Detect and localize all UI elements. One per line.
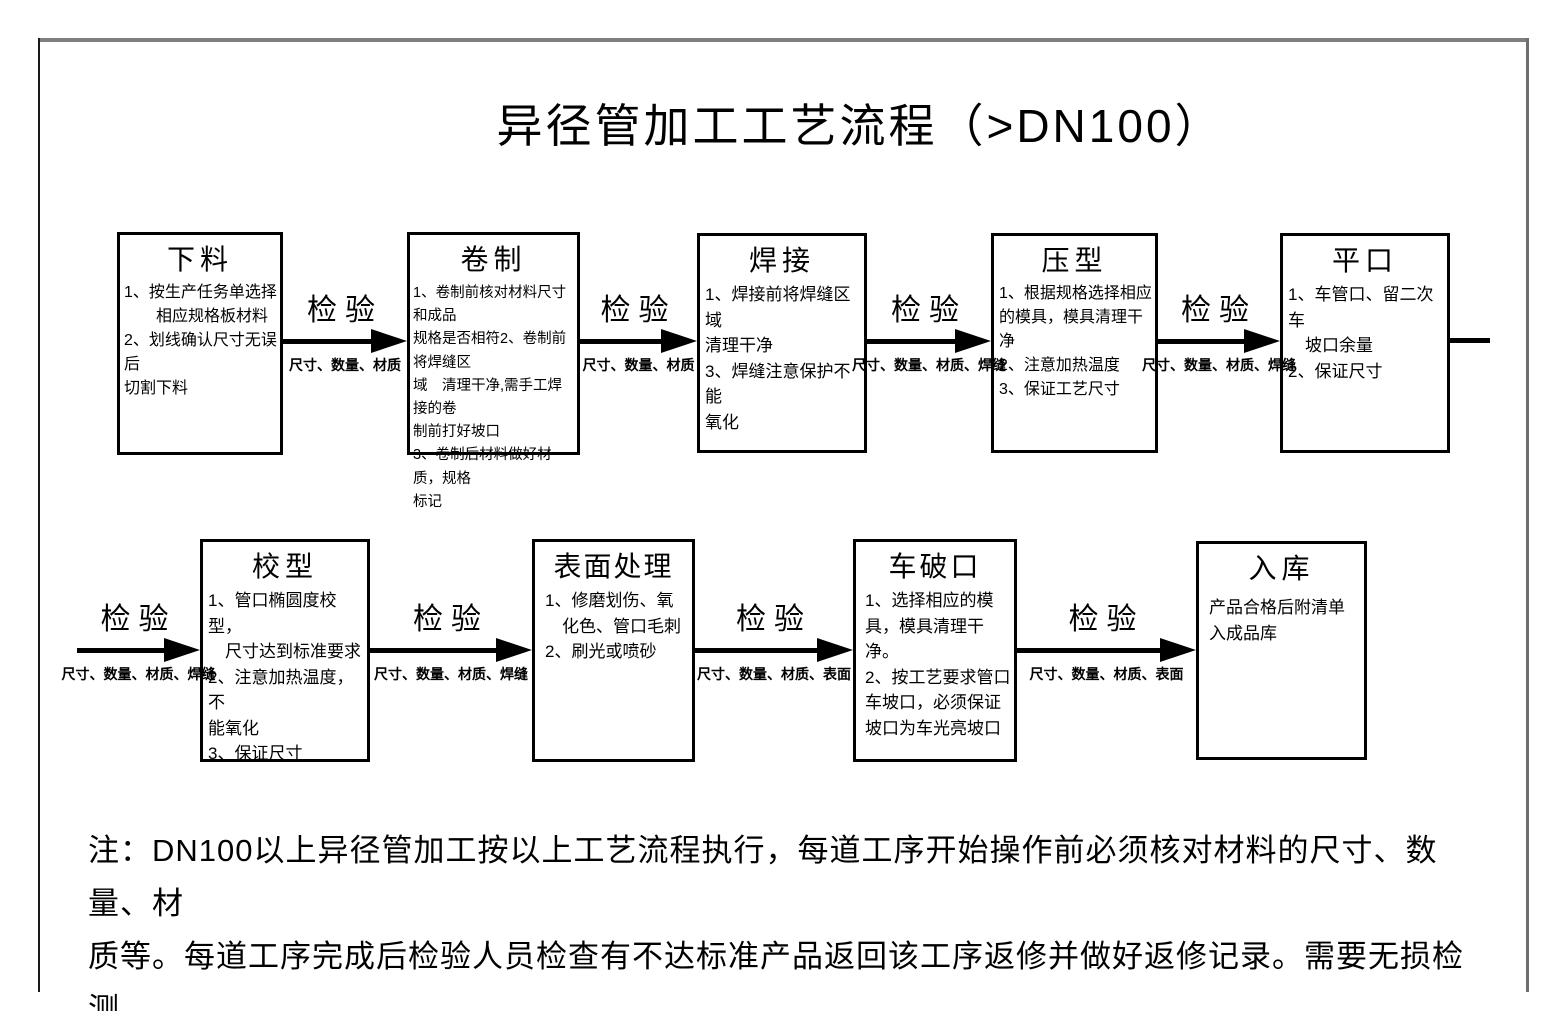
flow-arrow [77,638,200,662]
inspection-arrow: 检验 尺寸、数量、材质、焊缝 [852,293,1006,377]
process-box-title: 车破口 [888,551,982,582]
arrow-line [1017,648,1163,653]
process-box-flattening: 平口 1、车管口、留二次车 坡口余量 2、保证尺寸 [1280,233,1450,453]
flow-arrow [1017,638,1196,662]
process-box-title: 焊接 [748,245,815,276]
inspection-arrow: 检验 尺寸、数量、材质、表面 [695,602,853,686]
flow-arrow [580,329,697,353]
arrow-line [695,648,820,653]
inspection-label: 检验 [600,294,677,327]
inspection-label: 检验 [891,294,967,327]
inspection-label: 检验 [1181,294,1257,327]
inspection-label: 检验 [1068,603,1145,636]
inspection-items: 尺寸、数量、材质、焊缝 [1142,357,1296,373]
inspection-label: 检验 [100,603,177,636]
inspection-items: 尺寸、数量、材质、焊缝 [374,666,528,682]
arrow-line [77,648,167,653]
process-box-body: 1、根据规格选择相应 的模具，模具清理干净 2、注意加热温度 3、保证工艺尺寸 [999,285,1152,398]
arrow-head-icon [661,329,697,353]
process-box-title: 卷制 [460,244,527,275]
inspection-items: 尺寸、数量、材质、焊缝 [852,357,1006,373]
arrow-line [370,648,499,653]
process-box-title: 平口 [1331,245,1398,276]
process-box-blanking: 下料 1、按生产任务单选择 相应规格板材料 2、划线确认尺寸无误后 切割下料 [117,232,283,455]
process-box-body: 1、选择相应的模 具，模具清理干净。 2、按工艺要求管口 车坡口，必须保证 坡口… [865,591,1011,738]
process-box-body: 1、车管口、留二次车 坡口余量 2、保证尺寸 [1288,285,1434,381]
arrow-head-icon [164,638,200,662]
inspection-items: 尺寸、数量、材质 [289,357,401,373]
process-box-title: 校型 [251,551,318,582]
frame-border-top [38,38,1528,42]
flow-arrow [867,329,991,353]
inspection-arrow: 检验 尺寸、数量、材质、焊缝 [62,602,216,686]
process-box-warehousing: 入库 产品合格后附清单 入成品库 [1196,541,1367,760]
process-box-body: 1、管口椭圆度校型， 尺寸达到标准要求 2、注意加热温度，不 能氧化 3、保证尺… [208,591,361,763]
process-box-body: 1、修磨划伤、氧 化色、管口毛刺 2、刷光或喷砂 [545,591,681,661]
diagram-title: 异径管加工工艺流程（>DN100） [496,100,1224,152]
inspection-arrow: 检验 尺寸、数量、材质、表面 [1017,602,1196,686]
arrow-line [283,339,374,344]
inspection-items: 尺寸、数量、材质、表面 [697,666,851,682]
process-box-title: 入库 [1248,553,1315,584]
process-box-title: 压型 [1041,245,1108,276]
process-box-body: 1、卷制前核对材料尺寸和成品 规格是否相符2、卷制前将焊缝区 域 清理干净,需手… [413,285,567,510]
flow-arrow [1158,329,1280,353]
frame-border-right [1526,38,1529,992]
process-box-surface-treatment: 表面处理 1、修磨划伤、氧 化色、管口毛刺 2、刷光或喷砂 [532,539,695,762]
arrow-head-icon [496,638,532,662]
arrow-head-icon [1160,638,1196,662]
flow-arrow [370,638,532,662]
arrow-line [580,339,664,344]
flow-arrow [695,638,853,662]
inspection-arrow: 检验 尺寸、数量、材质 [580,293,697,377]
inspection-label: 检验 [413,603,489,636]
arrow-head-icon [955,329,991,353]
inspection-label: 检验 [307,294,383,327]
process-box-title: 下料 [166,244,233,275]
arrow-head-icon [817,638,853,662]
process-box-body: 产品合格后附清单 入成品库 [1209,598,1345,643]
process-box-body: 1、焊接前将焊缝区域 清理干净 3、焊缝注意保护不能 氧化 [705,285,851,432]
arrow-head-icon [1244,329,1280,353]
footnote: 注：DN100以上异径管加工按以上工艺流程执行，每道工序开始操作前必须核对材料的… [88,833,1464,1011]
inspection-items: 尺寸、数量、材质 [582,357,695,373]
arrow-line [867,339,958,344]
process-box-title: 表面处理 [553,551,674,582]
arrow-head-icon [371,329,407,353]
frame-border-left [38,38,40,992]
process-box-shaping: 校型 1、管口椭圆度校型， 尺寸达到标准要求 2、注意加热温度，不 能氧化 3、… [200,539,370,763]
process-box-welding: 焊接 1、焊接前将焊缝区域 清理干净 3、焊缝注意保护不能 氧化 [697,233,867,453]
inspection-arrow: 检验 尺寸、数量、材质 [283,293,407,377]
inspection-items: 尺寸、数量、材质、表面 [1029,666,1184,682]
inspection-arrow: 检验 尺寸、数量、材质、焊缝 [1142,293,1296,377]
process-box-pressing: 压型 1、根据规格选择相应 的模具，模具清理干净 2、注意加热温度 3、保证工艺… [991,233,1158,453]
inspection-label: 检验 [736,603,812,636]
inspection-arrow: 检验 尺寸、数量、材质、焊缝 [370,602,532,686]
process-box-beveling: 车破口 1、选择相应的模 具，模具清理干净。 2、按工艺要求管口 车坡口，必须保… [853,539,1017,762]
process-box-rolling: 卷制 1、卷制前核对材料尺寸和成品 规格是否相符2、卷制前将焊缝区 域 清理干净… [407,232,580,510]
inspection-items: 尺寸、数量、材质、焊缝 [61,666,216,682]
process-box-body: 1、按生产任务单选择 相应规格板材料 2、划线确认尺寸无误后 切割下料 [124,284,277,397]
arrow-line [1158,339,1247,344]
flow-continuation-line [1450,338,1490,343]
flow-arrow [283,329,407,353]
